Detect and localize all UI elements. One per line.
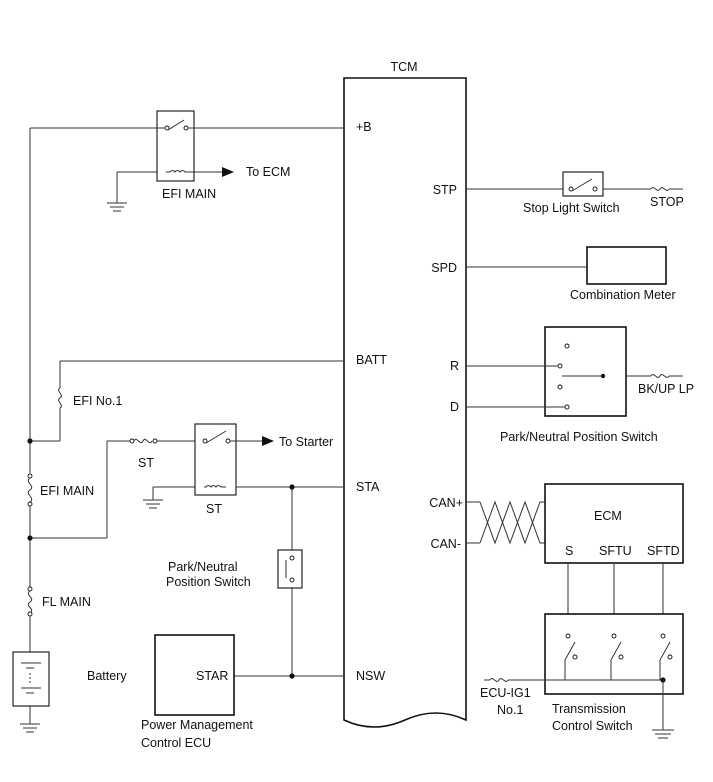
pnp-switch-label: Park/Neutral Position Switch <box>500 430 658 444</box>
fl-main-fusible-link: FL MAIN <box>27 586 91 617</box>
tcm-pin-stp: STP <box>433 183 457 197</box>
tcm-pin-spd: SPD <box>431 261 457 275</box>
ecm-pin-sftd: SFTD <box>647 544 680 558</box>
ground-icon <box>652 729 674 739</box>
pm-ecu-label-line1: Power Management <box>141 718 253 732</box>
st-fuse: ST <box>129 438 158 470</box>
tcm-pin-can-plus: CAN+ <box>429 496 463 510</box>
ecm-pin-sftu: SFTU <box>599 544 632 558</box>
stop-light-switch-label: Stop Light Switch <box>523 201 620 215</box>
efi-main-fuse-label: EFI MAIN <box>40 484 94 498</box>
tcm-pin-r: R <box>450 359 459 373</box>
pn-switch-label-line1: Park/Neutral <box>168 560 237 574</box>
fl-main-label: FL MAIN <box>42 595 91 609</box>
efi-no1-label: EFI No.1 <box>73 394 122 408</box>
efi-main-relay: EFI MAIN To ECM <box>156 110 290 201</box>
st-relay: ST To Starter <box>194 423 333 516</box>
pm-ecu-pin-star: STAR <box>196 669 228 683</box>
stop-fuse-label: STOP <box>650 195 684 209</box>
battery-label: Battery <box>87 669 127 683</box>
pn-switch-label-line2: Position Switch <box>166 575 251 589</box>
ecm-pin-s: S <box>565 544 573 558</box>
tcs-label-line2: Control Switch <box>552 719 633 733</box>
combination-meter-label: Combination Meter <box>570 288 676 302</box>
to-ecm-label: To ECM <box>246 165 290 179</box>
tcm-unit: TCM +B BATT STA NSW STP SPD R D CAN+ CAN… <box>343 60 467 728</box>
ecu-ig1-label-line1: ECU-IG1 <box>480 686 531 700</box>
st-relay-label: ST <box>206 502 222 516</box>
ecm-title: ECM <box>594 509 622 523</box>
junction-dot <box>289 673 295 679</box>
tcm-pin-sta: STA <box>356 480 380 494</box>
battery-icon <box>12 651 50 707</box>
stop-light-circuit: Stop Light Switch STOP <box>466 171 684 215</box>
tcm-pin-batt: BATT <box>356 353 387 367</box>
ecm-unit: ECM S SFTU SFTD <box>544 483 684 564</box>
combination-meter: Combination Meter <box>466 246 676 302</box>
junction-dot <box>289 484 295 490</box>
st-fuse-label: ST <box>138 456 154 470</box>
efi-main-relay-label: EFI MAIN <box>162 187 216 201</box>
tcm-pin-d: D <box>450 400 459 414</box>
tcm-title: TCM <box>390 60 417 74</box>
tcm-pin-nsw: NSW <box>356 669 385 683</box>
efi-no1-fuse: EFI No.1 <box>58 387 122 413</box>
to-starter-label: To Starter <box>279 435 333 449</box>
junction-dot <box>27 535 33 541</box>
ground-icon <box>143 499 163 509</box>
tcm-pin-plus-b: +B <box>356 120 372 134</box>
tcs-label-line1: Transmission <box>552 702 626 716</box>
efi-main-fusible-link: EFI MAIN <box>27 473 94 507</box>
junction-dot <box>27 438 33 444</box>
tcm-pin-can-minus: CAN- <box>430 537 461 551</box>
power-management-ecu: STAR Power Management Control ECU <box>141 634 253 750</box>
bkup-lp-label: BK/UP LP <box>638 382 694 396</box>
can-bus-twisted-pair <box>466 500 545 545</box>
transmission-control-switch: Transmission Control Switch <box>519 613 684 733</box>
ecu-ig1-label-line2: No.1 <box>497 703 523 717</box>
pn-position-switch-left: Park/Neutral Position Switch <box>166 549 303 589</box>
left-wiring <box>29 127 344 724</box>
pn-position-switch-right: BK/UP LP Park/Neutral Position Switch <box>466 326 694 444</box>
pm-ecu-label-line2: Control ECU <box>141 736 211 750</box>
ground-icon <box>20 723 40 733</box>
ground-icon <box>107 202 127 212</box>
ecu-ig1-fuse: ECU-IG1 No.1 <box>480 678 531 717</box>
